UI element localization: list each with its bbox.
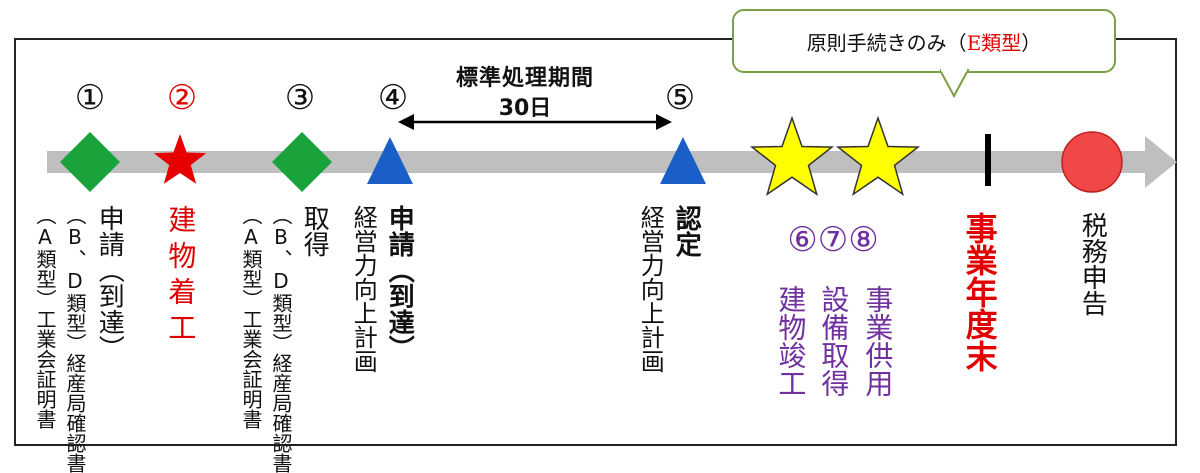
star-marker-7 xyxy=(835,115,921,196)
step2-label: 建物着工 xyxy=(164,205,198,349)
callout-box: 原則手続きのみ（E類型） xyxy=(732,9,1116,73)
period-arrow-right-head xyxy=(656,114,672,130)
star-marker-6 xyxy=(749,115,835,196)
step3-label-main: 取得 xyxy=(299,205,330,257)
step7-label: 設備取得 xyxy=(817,285,851,397)
star-marker-2 xyxy=(153,134,207,184)
step-number-3: ③ xyxy=(284,78,316,118)
callout-prefix: 原則手続きのみ（ xyxy=(806,30,967,55)
period-title: 標準処理期間 xyxy=(455,66,594,91)
period-days: 30日 xyxy=(498,96,552,121)
step-number-1: ① xyxy=(74,78,106,118)
circle-marker xyxy=(1061,131,1123,193)
step-number-4: ④ xyxy=(377,78,409,118)
timeline-graphic xyxy=(47,114,1177,196)
step-number-5: ⑤ xyxy=(664,78,696,118)
callout-suffix: ） xyxy=(1021,30,1042,55)
step1-label-sub2: （A類型）工業会証明書 xyxy=(33,205,57,429)
step3-label-sub1: （B、D類型）経産局確認書 xyxy=(269,205,293,473)
step4-label-sub: 経営力向上計画 xyxy=(349,205,378,373)
period-arrow-left-head xyxy=(398,114,414,130)
diagram-frame xyxy=(14,38,1177,446)
step3-label-sub2: （A類型）工業会証明書 xyxy=(239,205,263,429)
year-end-bar-marker xyxy=(985,134,991,186)
step-number-6-7-8: ⑥⑦⑧ xyxy=(787,220,879,260)
timeline-bar xyxy=(47,151,1147,173)
step1-label-sub1: （B、D類型）経産局確認書 xyxy=(63,205,87,473)
tax-filing-label: 税務申告 xyxy=(1077,212,1108,316)
timeline-arrowhead xyxy=(1145,136,1177,188)
step5-label-main: 認定 xyxy=(671,205,702,257)
fiscal-year-end-label: 事業年度末 xyxy=(960,212,999,372)
step6-label: 建物竣工 xyxy=(774,285,808,397)
step-number-2: ② xyxy=(166,78,198,118)
triangle-marker-5 xyxy=(660,137,706,184)
step5-label-sub: 経営力向上計画 xyxy=(636,205,665,373)
triangle-marker-4 xyxy=(367,137,413,184)
diamond-marker-3 xyxy=(272,132,332,192)
callout-tail xyxy=(940,68,970,98)
callout-highlight: E類型 xyxy=(966,30,1022,55)
diamond-marker-1 xyxy=(60,132,120,192)
step4-label-main: 申請（到達） xyxy=(384,205,415,361)
step1-label-main: 申請（到達） xyxy=(94,205,125,361)
step8-label: 事業供用 xyxy=(861,285,895,397)
